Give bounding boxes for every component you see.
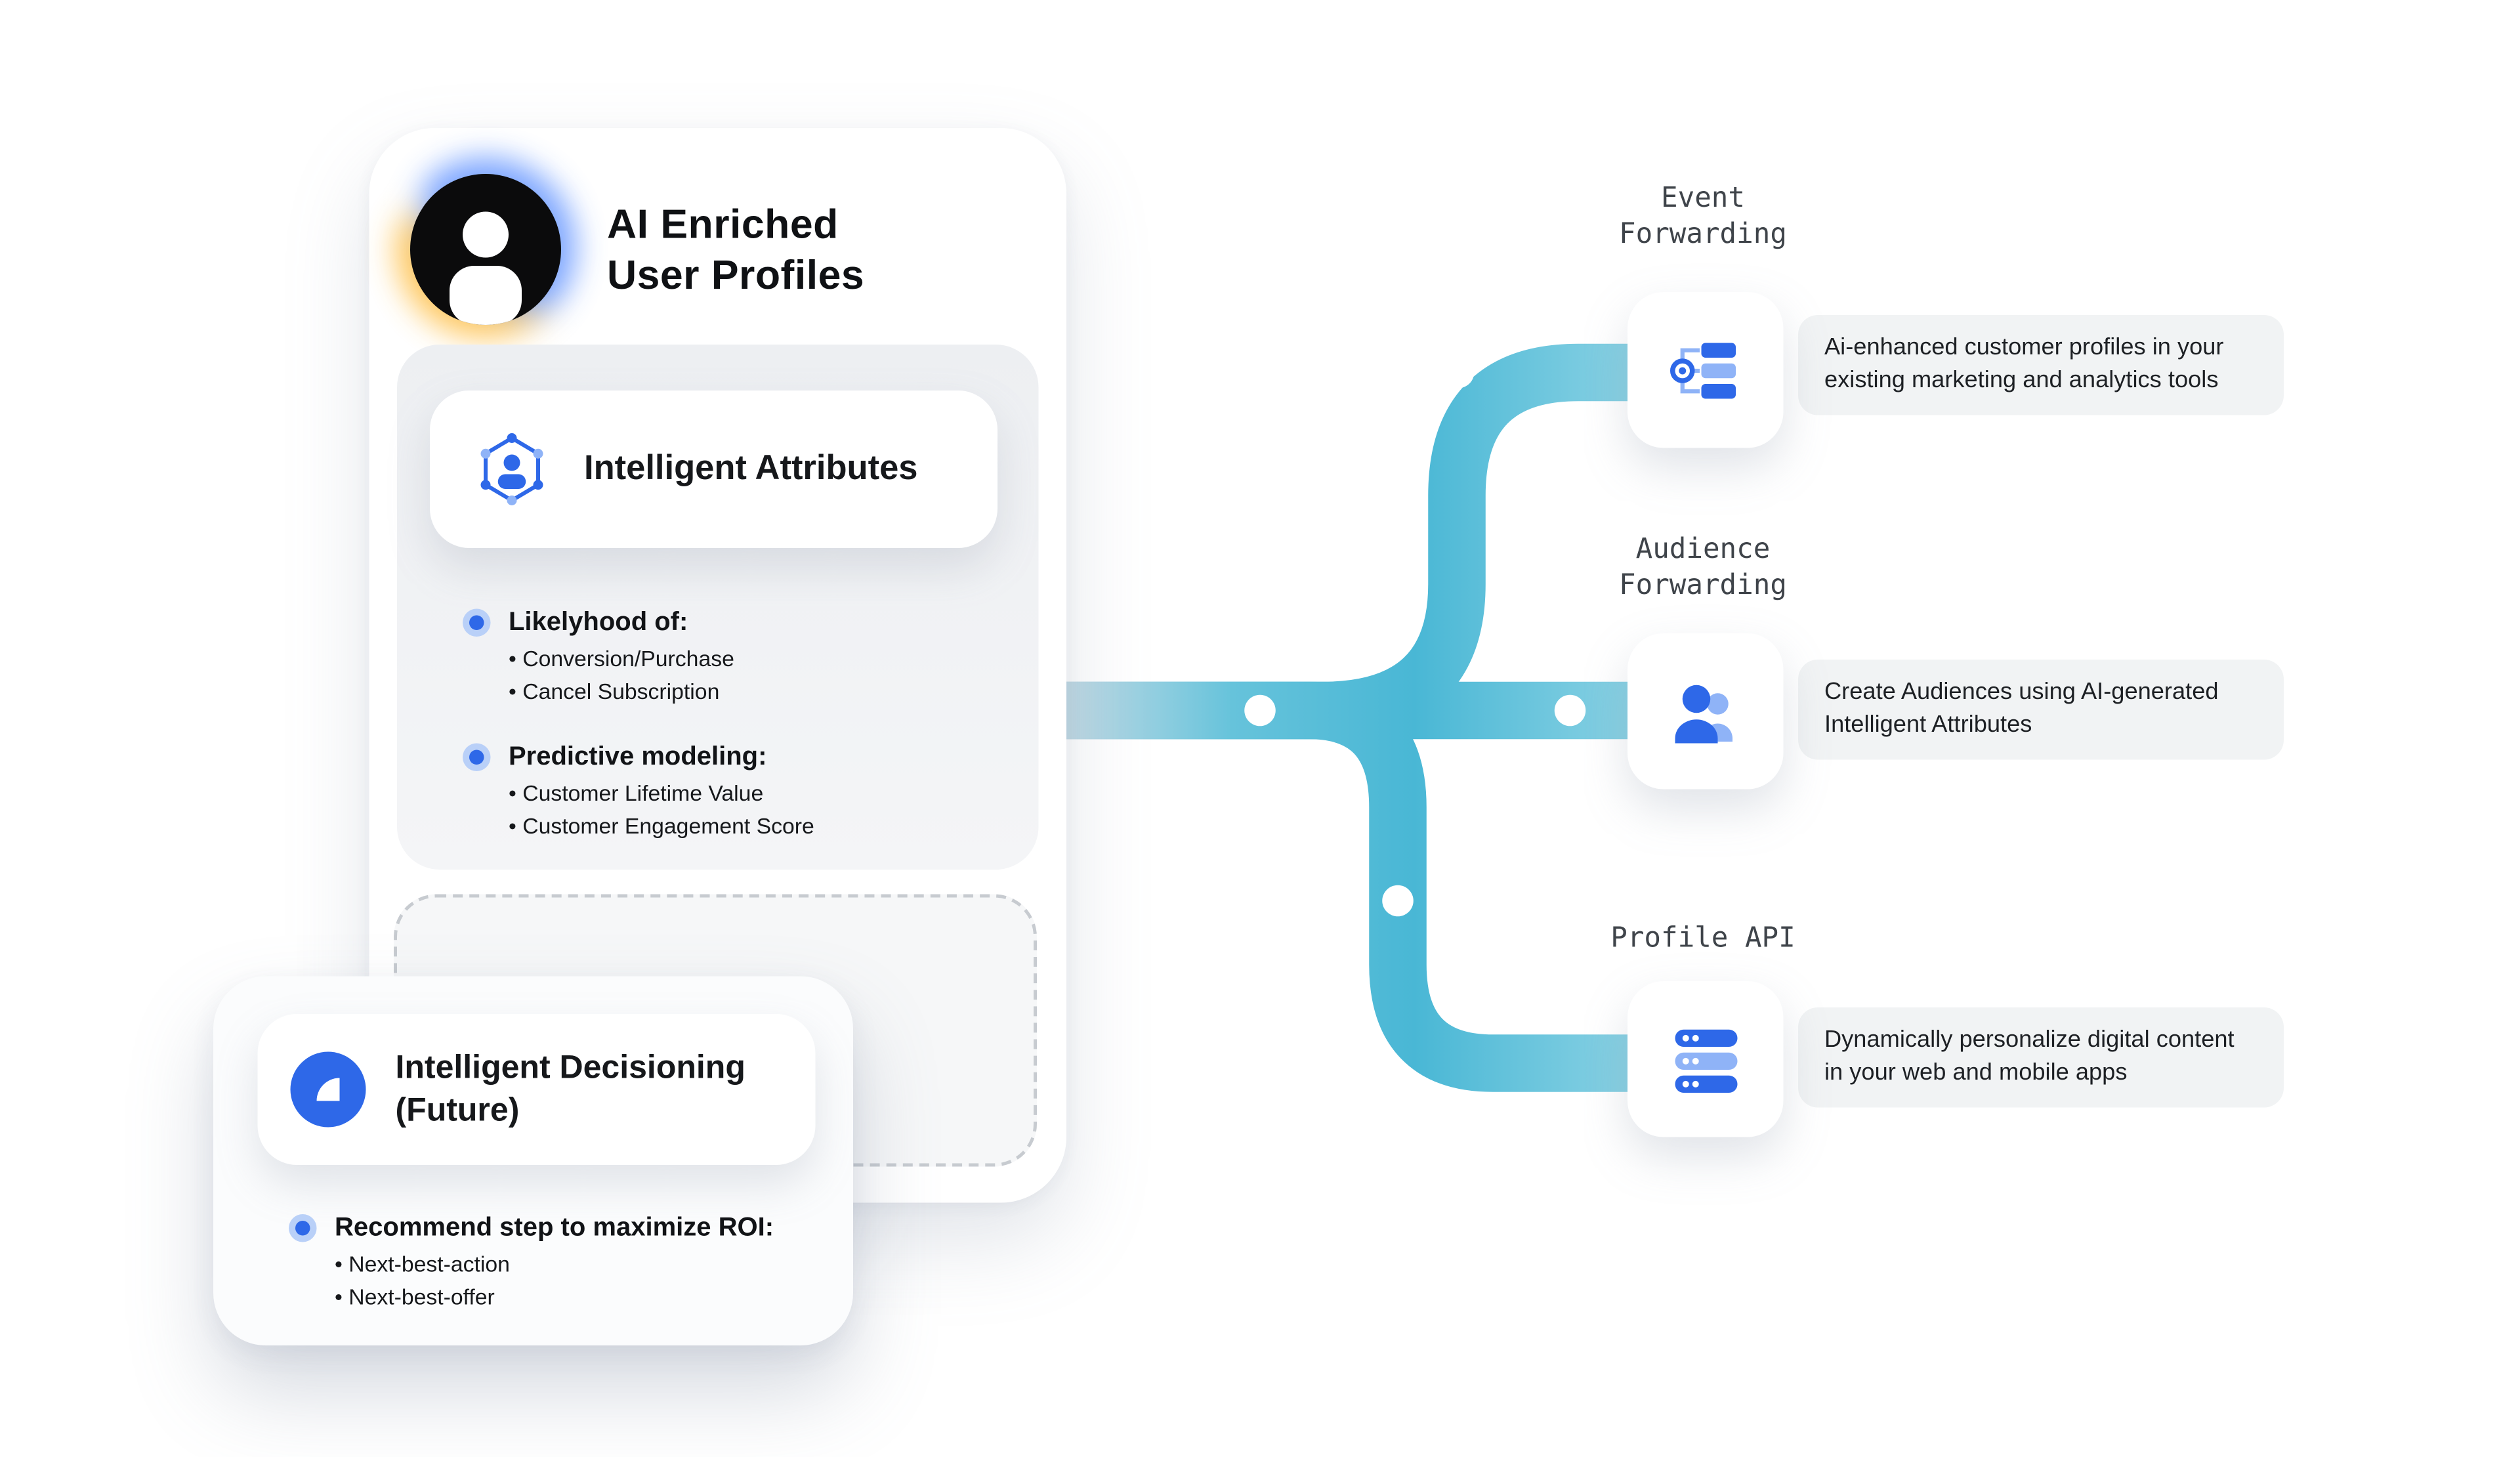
- user-avatar-icon: [410, 174, 561, 325]
- radio-dot-icon: [289, 1214, 317, 1242]
- bullet-title: Predictive modeling:: [509, 743, 767, 772]
- bullet-title: Likelyhood of:: [509, 608, 688, 637]
- profile-api-description: Dynamically personalize digital content …: [1798, 1007, 2284, 1108]
- audience-forwarding-description: Create Audiences using AI-generated Inte…: [1798, 660, 2284, 760]
- intelligent-attributes-header: Intelligent Attributes: [430, 391, 998, 548]
- bullet-sub-item: • Cancel Subscription: [509, 678, 720, 704]
- intelligent-decisioning-title: Intelligent Decisioning (Future): [395, 1050, 746, 1129]
- profile-card: AI Enriched User Profiles: [369, 128, 1066, 1203]
- profile-api-label: Profile API: [1610, 922, 1796, 955]
- radio-dot-icon: [463, 608, 491, 637]
- intelligent-attributes-title: Intelligent Attributes: [584, 450, 918, 488]
- intelligent-attributes-panel: Intelligent Attributes Likelyhood of: • …: [397, 345, 1039, 870]
- pipe-branches: [1050, 343, 1637, 1092]
- predictive-modeling-bullet: Predictive modeling: • Customer Lifetime…: [463, 742, 814, 842]
- intelligent-decisioning-header: Intelligent Decisioning (Future): [257, 1014, 816, 1165]
- leaf-pie-icon: [290, 1051, 366, 1128]
- decisioning-card: Intelligent Decisioning (Future) Recomme…: [213, 976, 853, 1345]
- bullet-sub-item: • Conversion/Purchase: [509, 646, 734, 671]
- radio-dot-icon: [463, 743, 491, 771]
- pipe-node-dots: [1244, 356, 1586, 917]
- profile-api-icon: [1628, 981, 1784, 1137]
- event-forwarding-label: Event Forwarding: [1619, 182, 1787, 251]
- likelyhood-bullet: Likelyhood of: • Conversion/Purchase • C…: [463, 607, 734, 707]
- bullet-title: Recommend step to maximize ROI:: [335, 1214, 774, 1242]
- audience-forwarding-label: Audience Forwarding: [1619, 533, 1787, 602]
- roi-bullet: Recommend step to maximize ROI: • Next-b…: [289, 1213, 774, 1313]
- event-forwarding-description: Ai-enhanced customer profiles in your ex…: [1798, 315, 2284, 415]
- audience-forwarding-icon: [1628, 633, 1784, 790]
- bullet-sub-item: • Customer Engagement Score: [509, 813, 814, 838]
- bullet-sub-item: • Next-best-action: [335, 1252, 510, 1277]
- bullet-sub-item: • Customer Lifetime Value: [509, 781, 764, 806]
- profile-card-title: AI Enriched User Profiles: [607, 201, 865, 299]
- event-forwarding-icon: [1628, 292, 1784, 448]
- bullet-sub-item: • Next-best-offer: [335, 1284, 495, 1309]
- network-cluster-icon: [466, 423, 558, 515]
